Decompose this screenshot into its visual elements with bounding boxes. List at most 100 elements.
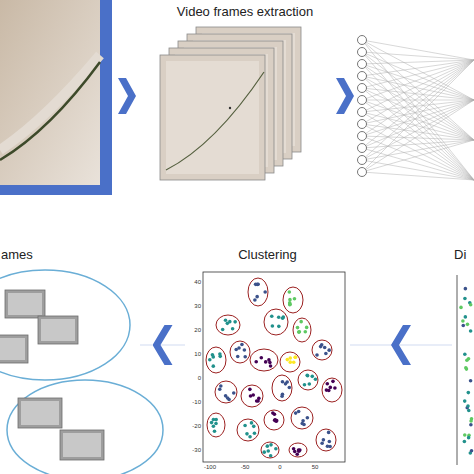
- cluster-outline: [261, 442, 279, 458]
- nn-weight: [362, 40, 474, 100]
- scatter-dot: [303, 330, 307, 334]
- nn-weight: [362, 124, 474, 180]
- nn-weight: [362, 76, 474, 140]
- scatter-dot: [277, 325, 281, 329]
- scatter-dot: [469, 379, 473, 383]
- scatter-dot: [284, 382, 288, 386]
- nn-neuron: [358, 156, 367, 165]
- cluster-outline: [298, 370, 318, 390]
- stage-title: ames: [1, 247, 33, 263]
- scatter-dot: [226, 322, 230, 326]
- axis-tick: -50: [241, 464, 250, 471]
- axis-tick: -30: [192, 447, 201, 454]
- axis-tick: 30: [194, 303, 201, 310]
- scatter-dot: [288, 298, 292, 302]
- nn-weight: [362, 60, 474, 88]
- scatter-dot: [248, 388, 252, 392]
- scatter-dot: [467, 436, 471, 440]
- axis-tick: 10: [194, 351, 201, 358]
- stage-title: Clustering: [238, 247, 297, 263]
- scatter-dot: [325, 382, 329, 386]
- scatter-dot: [273, 419, 277, 423]
- nn-weight: [362, 76, 474, 100]
- flow-arrow: [140, 345, 185, 346]
- scatter-dot: [459, 306, 463, 310]
- cluster-outline: [291, 407, 313, 429]
- dish-edge: [166, 72, 264, 170]
- scatter-dot: [267, 358, 271, 362]
- frame-stack: [160, 27, 301, 180]
- scatter-dot: [324, 352, 328, 356]
- nn-weight: [362, 52, 474, 60]
- nn-weight: [362, 100, 474, 180]
- scatter-dot: [251, 393, 255, 397]
- scatter-dot: [464, 287, 468, 291]
- frame-image: [21, 401, 59, 425]
- axis-tick: 40: [194, 279, 201, 286]
- scatter-dot: [286, 358, 290, 362]
- nn-weight: [362, 124, 474, 140]
- nn-weight: [362, 40, 474, 180]
- flow-arrow: [350, 345, 452, 346]
- scatter-dot: [319, 345, 323, 349]
- cluster-outline: [241, 385, 263, 407]
- plot-axis: [457, 275, 458, 465]
- plot-frame: [203, 272, 345, 462]
- scatter-dot: [327, 348, 331, 352]
- nn-weight: [362, 64, 474, 180]
- scatter-dot: [467, 357, 471, 361]
- cluster-outline: [206, 347, 226, 373]
- scatter-dot: [270, 314, 274, 318]
- stage-title: Di: [454, 247, 466, 263]
- cluster-outline: [272, 375, 292, 401]
- scatter-dot: [213, 430, 217, 434]
- nn-weight: [362, 60, 474, 136]
- nn-neuron: [358, 72, 367, 81]
- scatter-dot: [297, 330, 301, 334]
- flow-chevron: [336, 78, 354, 114]
- scatter-dot: [469, 419, 473, 423]
- frame-thumbnail: [18, 398, 62, 428]
- scatter-dot: [252, 425, 256, 429]
- nn-weight: [362, 60, 474, 148]
- nn-weight: [362, 60, 474, 172]
- flow-chevron: [118, 78, 136, 114]
- scatter-dot: [266, 449, 270, 453]
- scatter-dot: [231, 327, 235, 331]
- frame-group: [0, 270, 130, 380]
- nn-weight: [362, 160, 474, 180]
- frame-image: [41, 319, 75, 341]
- cluster-outline: [248, 278, 268, 306]
- scatter-dot: [320, 441, 324, 445]
- scatter-dot: [233, 320, 237, 324]
- cluster-scatter: [206, 278, 342, 458]
- dish-edge: [0, 62, 100, 160]
- frame-image: [8, 293, 42, 315]
- scatter-dot: [262, 450, 266, 454]
- scatter-dot: [214, 422, 218, 426]
- cluster-outline: [264, 309, 288, 335]
- scatter-dot: [323, 346, 327, 350]
- scatter-dot: [254, 283, 258, 287]
- nn-weight: [362, 100, 474, 148]
- scatter-dot: [463, 433, 467, 437]
- nn-neuron: [358, 168, 367, 177]
- nn-neuron: [358, 120, 367, 129]
- scatter-dot: [466, 404, 470, 408]
- scatter-dot: [243, 348, 247, 352]
- scatter-dot: [248, 435, 252, 439]
- scatter-dot: [269, 443, 273, 447]
- cluster-outline: [216, 315, 240, 335]
- video-frame: [160, 55, 265, 180]
- scatter-dot: [293, 450, 297, 454]
- cluster-outline: [280, 352, 300, 372]
- axis-tick: 0: [278, 464, 281, 471]
- nn-weight: [362, 100, 474, 140]
- cluster-outline: [215, 381, 237, 403]
- nn-weight: [362, 172, 474, 180]
- scatter-dot: [271, 411, 275, 415]
- neural-network: [358, 36, 474, 181]
- scatter-dot: [232, 391, 236, 395]
- nn-neuron: [358, 84, 367, 93]
- stage-panel: Di: [452, 245, 474, 474]
